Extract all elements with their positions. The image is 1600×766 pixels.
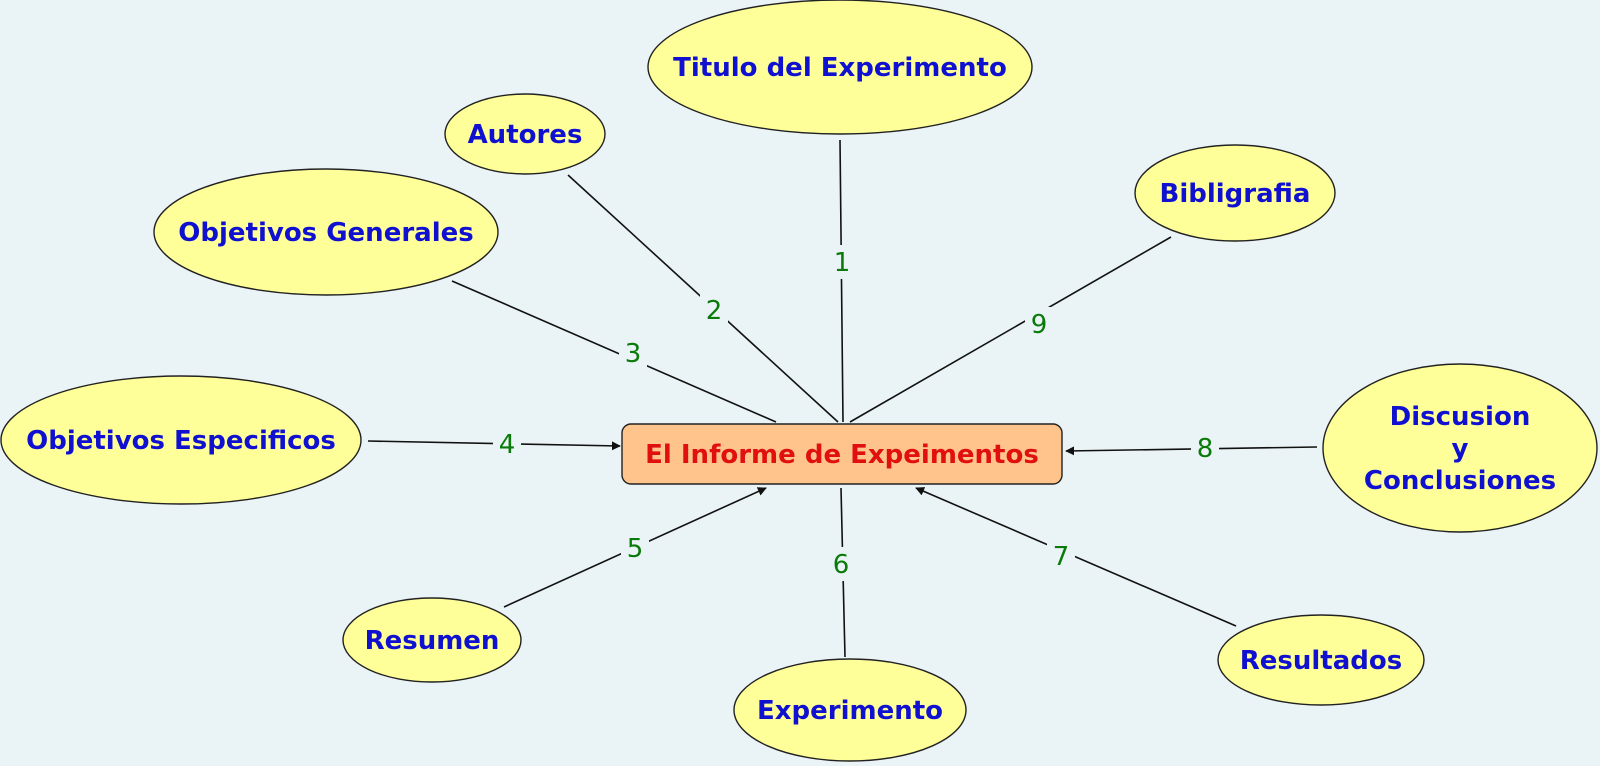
edge-label-resultados: 7	[1053, 542, 1070, 572]
edge-label-bg-titulo	[828, 245, 856, 279]
node-objetivos-generales[interactable]: Objetivos Generales	[153, 168, 499, 296]
edge-label-resumen: 5	[627, 534, 644, 564]
node-label-bibliografia: Bibligrafia	[1160, 179, 1311, 209]
edge-label-bg-autores	[700, 293, 728, 327]
edge-label-bibliografia: 9	[1031, 310, 1048, 340]
center-node-box	[621, 423, 1063, 485]
edge-label-bg-discusion	[1191, 431, 1219, 465]
center-node-label: El Informe de Expeimentos	[645, 440, 1039, 470]
node-label-line: Conclusiones	[1364, 466, 1556, 496]
node-label-line: y	[1452, 434, 1469, 464]
node-label-resumen: Resumen	[365, 626, 500, 656]
edge-label-discusion: 8	[1197, 434, 1214, 464]
edge-label-bg-objetivos-especificos	[493, 427, 521, 461]
edge-label-bg-experimento	[827, 547, 855, 581]
node-label-objetivos-especificos: Objetivos Especificos	[26, 426, 336, 456]
edge-label-bg-resumen	[621, 531, 649, 565]
node-ellipse-titulo	[647, 0, 1033, 135]
node-ellipse-objetivos-generales	[153, 168, 499, 296]
node-experimento[interactable]: Experimento	[733, 658, 967, 762]
node-label-objetivos-generales: Objetivos Generales	[178, 218, 473, 248]
edge-resultados	[915, 487, 1237, 627]
node-autores[interactable]: Autores	[444, 93, 606, 175]
node-ellipse-discusion	[1322, 363, 1598, 533]
center-node[interactable]: El Informe de Expeimentos	[621, 423, 1063, 485]
node-ellipse-autores	[444, 93, 606, 175]
node-ellipse-resumen	[342, 597, 522, 683]
node-label-titulo: Titulo del Experimento	[673, 53, 1007, 83]
edge-label-bg-bibliografia	[1025, 307, 1053, 341]
node-label-experimento: Experimento	[757, 696, 943, 726]
edge-bibliografia	[849, 236, 1172, 423]
edge-label-experimento: 6	[833, 550, 850, 580]
node-ellipse-objetivos-especificos	[0, 375, 362, 505]
edge-label-titulo: 1	[834, 248, 851, 278]
node-label-autores: Autores	[468, 120, 583, 150]
node-titulo[interactable]: Titulo del Experimento	[647, 0, 1033, 135]
edge-label-bg-resultados	[1047, 539, 1075, 573]
edge-titulo	[839, 139, 844, 423]
node-ellipse-resultados	[1217, 614, 1425, 706]
edge-label-autores: 2	[706, 296, 723, 326]
node-resultados[interactable]: Resultados	[1217, 614, 1425, 706]
edge-label-bg-objetivos-generales	[619, 336, 647, 370]
node-objetivos-especificos[interactable]: Objetivos Especificos	[0, 375, 362, 505]
node-ellipse-bibliografia	[1134, 144, 1336, 242]
edge-label-objetivos-generales: 3	[625, 339, 642, 369]
node-ellipse-experimento	[733, 658, 967, 762]
edge-objetivos-generales	[451, 280, 777, 423]
node-resumen[interactable]: Resumen	[342, 597, 522, 683]
node-label-line: Discusion	[1390, 402, 1531, 432]
edge-layer: 1 2 3 4 5 6 7 8 9	[367, 139, 1318, 658]
node-bibliografia[interactable]: Bibligrafia	[1134, 144, 1336, 242]
edge-label-objetivos-especificos: 4	[499, 430, 516, 460]
node-label-resultados: Resultados	[1240, 646, 1402, 676]
